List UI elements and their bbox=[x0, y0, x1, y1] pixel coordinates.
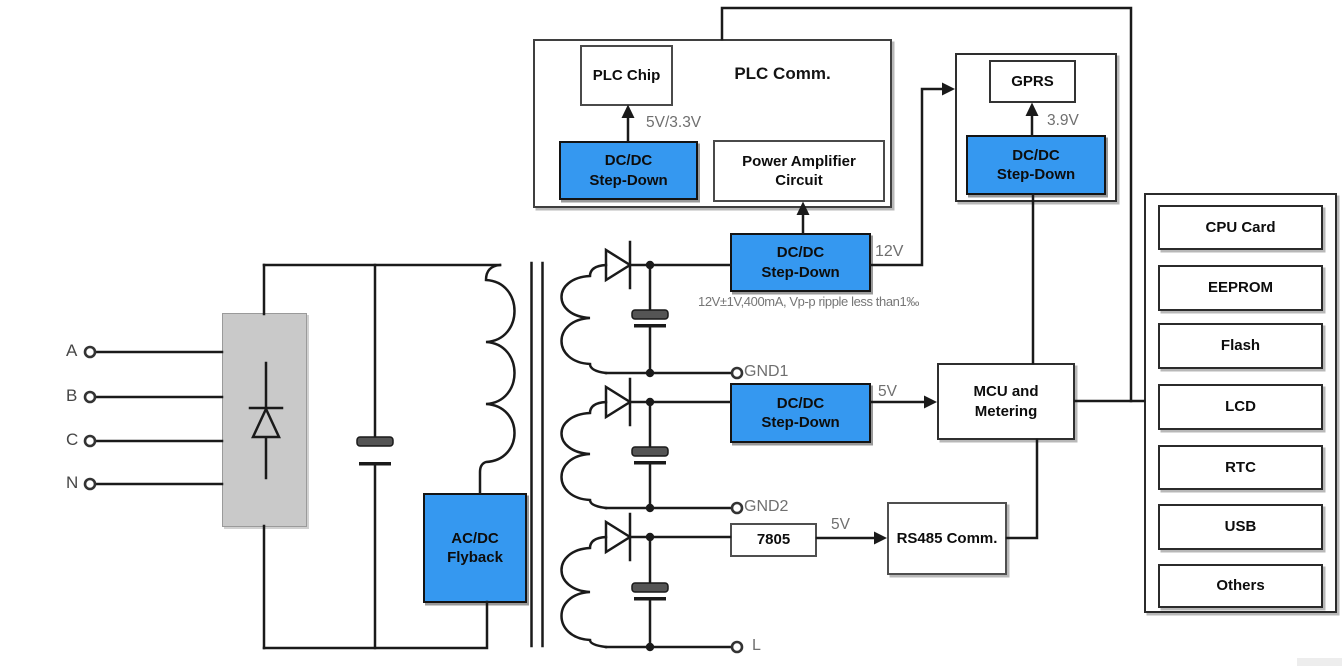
screen-edge-artifact bbox=[1297, 658, 1342, 666]
peripheral-item-lcd: LCD bbox=[1158, 384, 1323, 430]
secondary-diode-1-icon bbox=[604, 240, 633, 290]
wire-mcu-to-rs485 bbox=[1005, 438, 1039, 540]
mcu-label-line1: MCU and bbox=[973, 383, 1039, 400]
terminal-b-icon bbox=[83, 390, 97, 404]
peripheral-item-rtc: RTC bbox=[1158, 445, 1323, 490]
terminal-label-c: C bbox=[66, 430, 79, 449]
gprs-box: GPRS bbox=[989, 60, 1076, 103]
arrow-to-mcu bbox=[924, 395, 937, 409]
terminal-c-icon bbox=[83, 434, 97, 448]
terminal-label-a: A bbox=[66, 341, 78, 360]
dc-bus-bottom-wire bbox=[262, 600, 489, 650]
terminal-label-l: L bbox=[752, 637, 761, 654]
flyback-label-line2: Flyback bbox=[447, 549, 503, 566]
peripheral-label-eeprom: EEPROM bbox=[1207, 279, 1273, 297]
dcdc-5v-label-line2: Step-Down bbox=[761, 414, 840, 431]
peripheral-label-rtc: RTC bbox=[1225, 458, 1256, 476]
plc-dcdc-label-line2: Step-Down bbox=[589, 171, 668, 189]
rail-label-5v-3v3: 5V/3.3V bbox=[646, 114, 702, 131]
bridge-rectifier-block bbox=[222, 313, 307, 527]
power-amplifier-label-line2: Circuit bbox=[775, 172, 823, 189]
rail-label-5v-mcu: 5V bbox=[878, 383, 897, 400]
secondary-winding-2-icon bbox=[560, 400, 608, 510]
acdc-flyback-box: AC/DC Flyback bbox=[423, 493, 527, 603]
rs485-label: RS485 Comm. bbox=[896, 529, 998, 547]
power-amplifier-box: Power Amplifier Circuit bbox=[713, 140, 885, 202]
input-lead-wires bbox=[93, 350, 224, 486]
primary-winding-icon bbox=[478, 263, 516, 495]
plc-dcdc-stepdown-box: DC/DC Step-Down bbox=[559, 141, 698, 200]
arrow-to-gprs-container bbox=[942, 82, 955, 96]
peripheral-label-lcd: LCD bbox=[1225, 398, 1256, 416]
dcdc-5v-label-line1: DC/DC bbox=[776, 394, 825, 412]
dcdc-12v-box: DC/DC Step-Down bbox=[730, 233, 871, 292]
terminal-label-n: N bbox=[66, 473, 79, 492]
plc-chip-label: PLC Chip bbox=[592, 66, 661, 84]
mcu-metering-box: MCU and Metering bbox=[937, 363, 1075, 440]
secondary-winding-3-icon bbox=[560, 535, 608, 649]
peripheral-label-usb: USB bbox=[1224, 518, 1257, 536]
dcdc-12v-label-line1: DC/DC bbox=[776, 244, 825, 261]
terminal-n-icon bbox=[83, 477, 97, 491]
ripple-note: 12V±1V,400mA, Vp-p ripple less than1‰ bbox=[698, 294, 919, 309]
gprs-dcdc-label-line2: Step-Down bbox=[996, 166, 1076, 183]
terminal-circles bbox=[83, 345, 744, 654]
secondary-winding-1-icon bbox=[560, 263, 608, 375]
arrow-to-rs485 bbox=[874, 531, 887, 545]
junction-dots bbox=[645, 260, 655, 652]
regulator-7805-label: 7805 bbox=[756, 531, 791, 549]
rail-label-3v9: 3.9V bbox=[1047, 112, 1079, 129]
dcdc-5v-box: DC/DC Step-Down bbox=[730, 383, 871, 443]
gprs-label: GPRS bbox=[1011, 72, 1054, 90]
plc-comm-title: PLC Comm. bbox=[734, 64, 831, 83]
plc-chip-box: PLC Chip bbox=[580, 45, 673, 106]
power-amplifier-label-line1: Power Amplifier bbox=[742, 152, 856, 170]
terminal-label-gnd2: GND2 bbox=[744, 498, 789, 515]
regulator-7805-box: 7805 bbox=[730, 523, 817, 557]
peripheral-label-others: Others bbox=[1216, 577, 1265, 595]
secondary-diode-3-icon bbox=[604, 512, 633, 562]
peripheral-item-flash: Flash bbox=[1158, 323, 1323, 369]
rs485-comm-box: RS485 Comm. bbox=[887, 502, 1007, 575]
terminal-gnd1-icon bbox=[730, 366, 744, 380]
peripheral-item-eeprom: EEPROM bbox=[1158, 265, 1323, 311]
rail-label-12v: 12V bbox=[875, 243, 904, 260]
plc-dcdc-label-line1: DC/DC bbox=[604, 152, 653, 169]
mcu-label-line2: Metering bbox=[974, 402, 1038, 420]
peripheral-label-cpu-card: CPU Card bbox=[1205, 218, 1276, 236]
terminal-label-b: B bbox=[66, 386, 78, 405]
peripheral-item-cpu-card: CPU Card bbox=[1158, 205, 1323, 250]
gprs-dcdc-stepdown-box: DC/DC Step-Down bbox=[966, 135, 1106, 195]
gprs-dcdc-label-line1: DC/DC bbox=[1012, 146, 1060, 164]
terminal-gnd2-icon bbox=[730, 501, 744, 515]
transformer-core bbox=[530, 261, 544, 648]
peripheral-item-others: Others bbox=[1158, 564, 1323, 608]
secondary-diode-2-icon bbox=[604, 377, 633, 427]
peripheral-label-flash: Flash bbox=[1220, 337, 1261, 355]
peripheral-item-usb: USB bbox=[1158, 504, 1323, 550]
rail-label-5v-rs485: 5V bbox=[831, 516, 850, 533]
terminal-label-gnd1: GND1 bbox=[744, 363, 789, 380]
flyback-label-line1: AC/DC bbox=[451, 529, 499, 547]
dcdc-12v-label-line2: Step-Down bbox=[761, 263, 840, 281]
terminal-a-icon bbox=[83, 345, 97, 359]
terminal-l-icon bbox=[730, 640, 744, 654]
